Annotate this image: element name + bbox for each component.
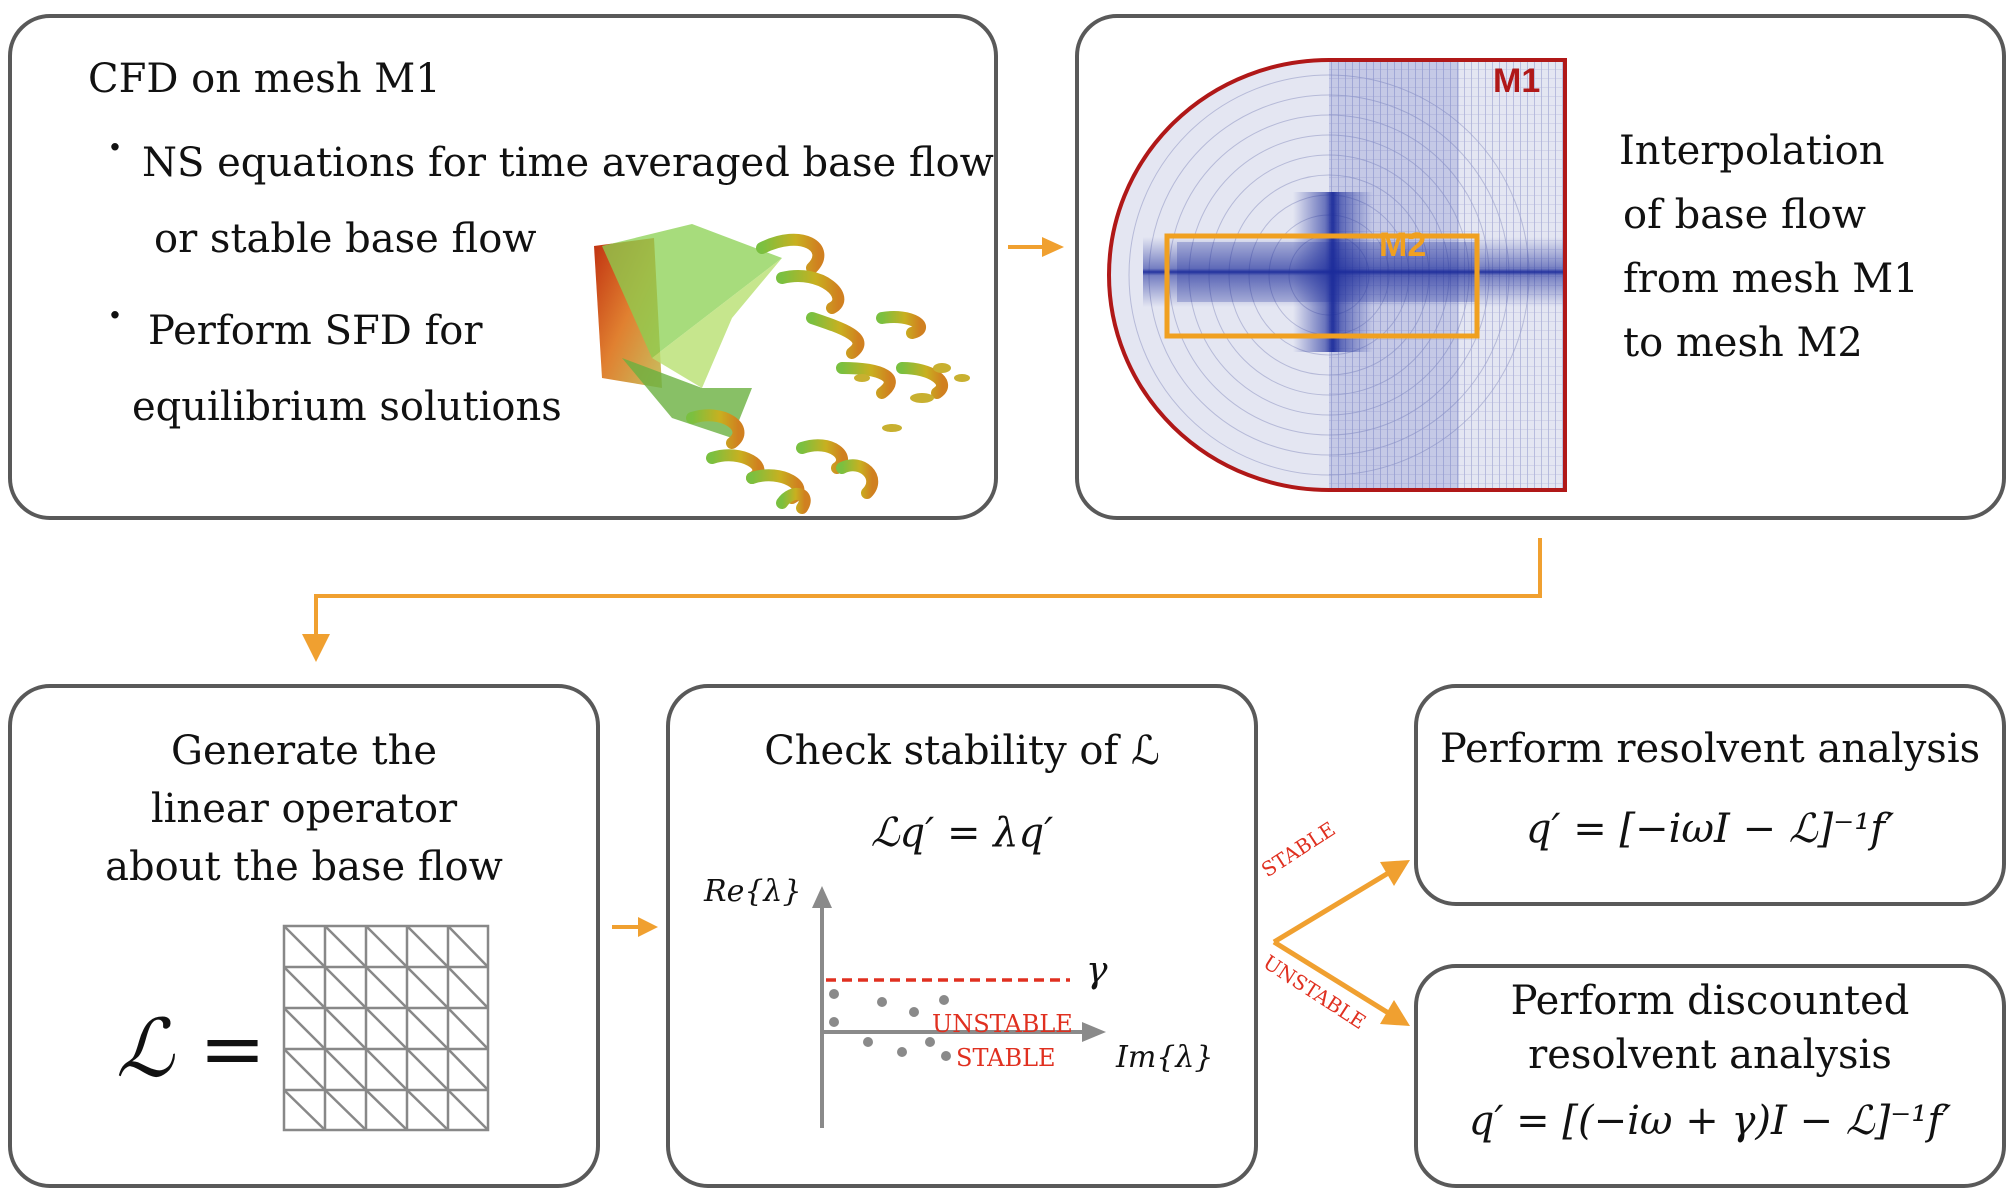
operator-title-1: Generate the: [171, 728, 437, 774]
operator-symbol: ℒ =: [116, 1002, 267, 1095]
bullet-1-line-a: NS equations for time averaged base flow: [142, 140, 994, 186]
m2-label: M2: [1379, 226, 1427, 264]
interp-line-4: to mesh M2: [1623, 320, 1863, 366]
m1-label: M1: [1493, 62, 1541, 100]
x-axis-label: Im{λ}: [1116, 1040, 1214, 1075]
branch-arrows: [1272, 860, 1410, 1026]
bullet-2-line-a: Perform SFD for: [148, 308, 483, 354]
interp-line-3: from mesh M1: [1623, 256, 1919, 302]
m1-outline: [1107, 58, 1567, 492]
eigenvalue-point: [829, 1017, 839, 1027]
resolvent-equation: q′ = [−iωI − ℒ]⁻¹f′: [1525, 806, 1895, 852]
eigenvalue-point: [829, 989, 839, 999]
operator-title-3: about the base flow: [105, 844, 503, 890]
matrix-grid-icon: [282, 924, 490, 1132]
discounted-title-2: resolvent analysis: [1528, 1032, 1892, 1078]
mesh-diagram: [1107, 58, 1567, 492]
x-axis-arrow: [1082, 1022, 1106, 1042]
interp-line-2: of base flow: [1623, 192, 1866, 238]
vortex-wake-icon: [594, 224, 970, 514]
y-axis-arrow: [812, 886, 832, 908]
arrow-operator-to-stability: [612, 917, 658, 937]
resolvent-box: Perform resolvent analysis q′ = [−iωI − …: [1414, 684, 2006, 906]
resolvent-title: Perform resolvent analysis: [1439, 726, 1981, 772]
interp-line-1: Interpolation: [1619, 128, 1885, 174]
discounted-equation: q′ = [(−iω + γ)I − ℒ]⁻¹f′: [1468, 1098, 1952, 1144]
cfd-title: CFD on mesh M1: [88, 56, 441, 102]
operator-box: Generate the linear operator about the b…: [8, 684, 600, 1188]
eigenvalue-point: [939, 995, 949, 1005]
eigenvalue-point: [925, 1037, 935, 1047]
y-axis-label: Re{λ}: [704, 874, 802, 909]
eigenvalue-point: [863, 1037, 873, 1047]
bullet-1-line-b: or stable base flow: [154, 216, 537, 262]
stability-title: Check stability of ℒ: [764, 728, 1160, 774]
stable-region-label: STABLE: [956, 1044, 1056, 1072]
arrow-interp-to-operator: [302, 538, 1542, 662]
interpolation-box: M1 M2 Interpolation of base flow from me…: [1075, 14, 2006, 520]
unstable-region-label: UNSTABLE: [932, 1010, 1073, 1038]
gamma-label: γ: [1086, 950, 1108, 991]
eigenvalue-point: [897, 1047, 907, 1057]
cfd-box: CFD on mesh M1 · NS equations for time a…: [8, 14, 998, 520]
discounted-resolvent-box: Perform discounted resolvent analysis q′…: [1414, 964, 2006, 1188]
bullet-2-line-b: equilibrium solutions: [132, 384, 562, 430]
bullet-dot-1: ·: [108, 124, 122, 171]
m2-outline: [1164, 233, 1480, 339]
bullet-dot-2: ·: [108, 292, 122, 339]
stability-box: Check stability of ℒ ℒq′ = λq′ Re{λ} Im{…: [666, 684, 1258, 1188]
operator-title-2: linear operator: [150, 786, 458, 832]
discounted-title-1: Perform discounted: [1510, 978, 1910, 1024]
eigenvalue-point: [877, 997, 887, 1007]
eigen-equation: ℒq′ = λq′: [870, 810, 1054, 856]
eigenvalue-point: [941, 1051, 951, 1061]
stability-plot: [812, 886, 1106, 1128]
arrow-cfd-to-interp: [1008, 237, 1064, 257]
eigenvalue-point: [909, 1007, 919, 1017]
